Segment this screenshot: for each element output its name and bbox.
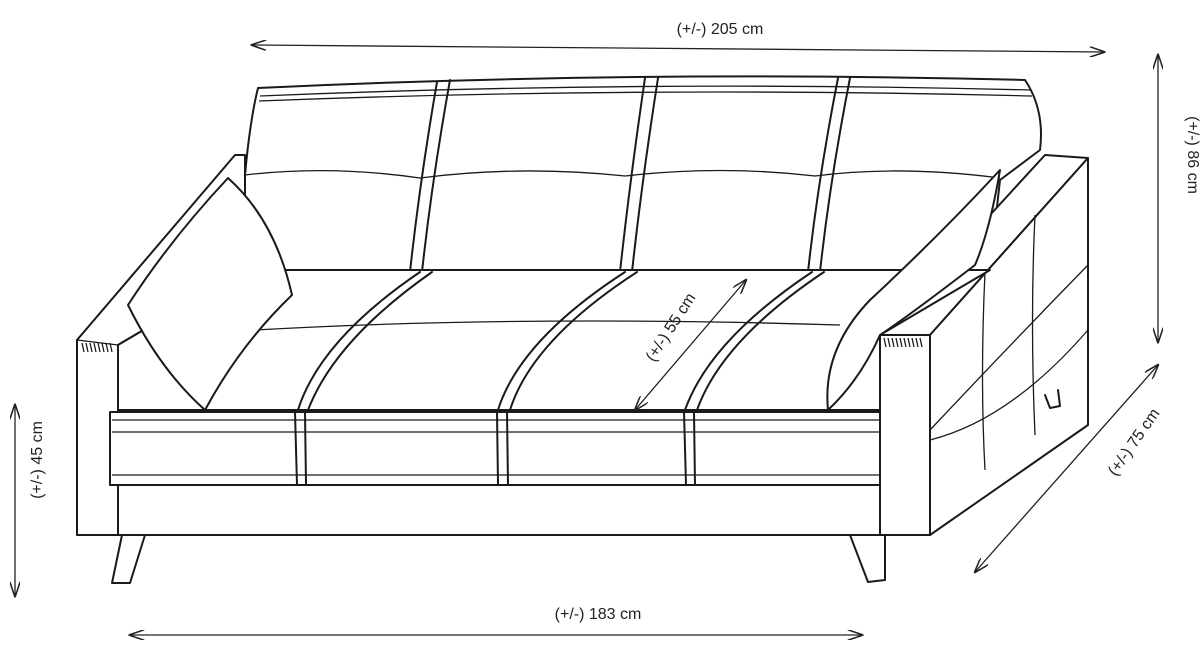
seat [109,269,991,536]
seat-depth-arrow [635,280,746,410]
depth-arrow [975,365,1158,572]
height-total-label: (+/-) 86 cm [1184,116,1200,194]
backrest [244,75,1042,273]
seat-height-label: (+/-) 45 cm [29,421,46,499]
depth-label: (+/-) 75 cm [1105,406,1164,479]
right-leg [849,534,886,583]
left-leg [111,534,146,584]
width-total-arrow [252,45,1104,52]
left-pillow [127,177,293,411]
right-pillow [826,169,1001,411]
width-total-label: (+/-) 205 cm [677,21,764,38]
seat-width-label: (+/-) 183 cm [555,606,642,623]
